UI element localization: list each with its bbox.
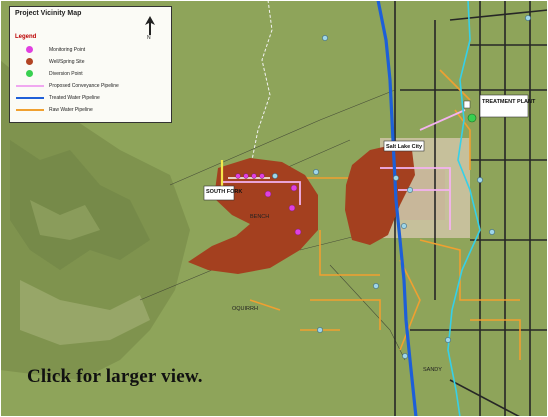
north-arrow-icon: N [145, 16, 155, 39]
road-grid [394, 0, 548, 417]
site-bench [345, 145, 415, 245]
label-plant: TREATMENT PLANT [479, 94, 536, 118]
treated-water-pipeline [376, 0, 418, 417]
legend-item: Raw Water Pipeline [16, 105, 93, 114]
boundary-line [249, 0, 273, 171]
legend-item-label: Well/Spring Site [49, 58, 85, 65]
plant-label: TREATMENT PLANT [482, 99, 536, 105]
legend-swatch-line [16, 84, 44, 87]
legend-title: Project Vicinity Map [15, 10, 82, 17]
ridge-highlight [20, 280, 150, 345]
legend-item: Diversion Point [16, 69, 83, 78]
city-label: Salt Lake City [386, 144, 423, 150]
site-left-label: SOUTH FORK [206, 189, 242, 195]
wells [272, 15, 531, 359]
area-center-label: BENCH [250, 214, 269, 220]
legend-item-label: Treated Water Pipeline [49, 94, 100, 101]
ridge-highlight-2 [30, 200, 100, 240]
diversion-point [467, 113, 477, 123]
plant-marker [463, 100, 471, 109]
label-south-fork: SOUTH FORK [203, 185, 242, 201]
legend-swatch-line [16, 108, 44, 111]
legend-item: Treated Water Pipeline [16, 93, 100, 102]
label-city: Salt Lake City [383, 140, 425, 152]
legend-swatch-dot [26, 58, 33, 65]
map-legend: Project Vicinity Map N Legend Monitoring… [9, 6, 172, 123]
legend-item: Proposed Conveyance Pipeline [16, 81, 119, 90]
bottom-right-label: SANDY [423, 367, 442, 373]
legend-heading: Legend [15, 34, 37, 40]
legend-swatch-dot [26, 70, 33, 77]
legend-item: Monitoring Point [16, 45, 85, 54]
legend-item-label: Proposed Conveyance Pipeline [49, 82, 119, 89]
legend-item-label: Raw Water Pipeline [49, 106, 93, 113]
legend-swatch-dot [26, 46, 33, 53]
legend-item: Well/Spring Site [16, 57, 84, 66]
legend-swatch-line [16, 96, 44, 99]
legend-item-label: Diversion Point [49, 70, 83, 77]
west-hills-label: OQUIRRH [232, 306, 258, 312]
larger-view-link[interactable]: Click for larger view. [27, 366, 203, 387]
ridge-shading [10, 140, 150, 270]
stream [447, 0, 481, 417]
svg-text:N: N [147, 35, 151, 39]
conveyance-pipeline [222, 109, 466, 230]
monitoring-points [235, 173, 302, 236]
legend-item-label: Monitoring Point [49, 46, 86, 53]
